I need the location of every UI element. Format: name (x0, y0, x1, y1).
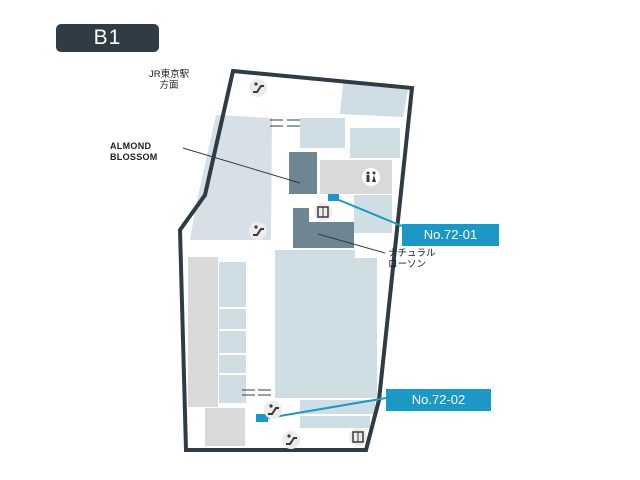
lawson-leader-line (317, 233, 386, 254)
tenant-block-lower-large (275, 250, 355, 398)
location-marker-72-02 (256, 414, 268, 422)
callout-line-72-02 (267, 397, 387, 419)
escalator-icon (264, 401, 282, 419)
tenant-block-left-column-5 (219, 375, 246, 403)
almond-leader-line (182, 147, 301, 184)
escalator-icon (282, 431, 300, 449)
tenant-block-left-column-1 (219, 262, 246, 307)
tenant-block-lower-right (355, 258, 377, 398)
tenant-block-lawson-strip (293, 208, 309, 248)
shop-label-natural-lawson: ナチュラル ローソン (388, 248, 436, 270)
shop-label-almond-blossom: ALMOND BLOSSOM (110, 141, 158, 162)
escalator-icon (249, 222, 267, 240)
tenant-block-almond-blossom (289, 152, 317, 194)
tenant-block-top-right (340, 83, 408, 117)
floor-label-badge: B1 (56, 24, 159, 52)
callout-line-72-01 (338, 199, 403, 227)
tenant-block-left-column-3 (219, 331, 246, 353)
tenant-block-upper-right-1 (350, 128, 400, 158)
tenant-block-left-column-4 (219, 355, 246, 373)
tenant-block-left-lower (205, 408, 245, 446)
callout-72-01[interactable]: No.72-01 (402, 224, 499, 246)
tenant-block-restroom (320, 160, 392, 194)
tenant-block-left-upper (190, 115, 272, 240)
building-outline (177, 68, 415, 452)
callout-72-02[interactable]: No.72-02 (386, 389, 491, 411)
tenant-block-upper-middle (300, 118, 345, 148)
direction-label: JR東京駅 方面 (149, 69, 190, 91)
elevator-icon (349, 428, 367, 446)
tenant-block-bottom-strip (300, 416, 370, 428)
tenant-block-left-column-2 (219, 309, 246, 329)
tenant-block-natural-lawson (309, 222, 354, 248)
escalator-icon (249, 79, 267, 97)
location-marker-72-01 (328, 194, 339, 201)
elevator-icon (314, 203, 332, 221)
tenant-block-left-mid (188, 257, 218, 407)
restroom-icon (362, 168, 380, 186)
